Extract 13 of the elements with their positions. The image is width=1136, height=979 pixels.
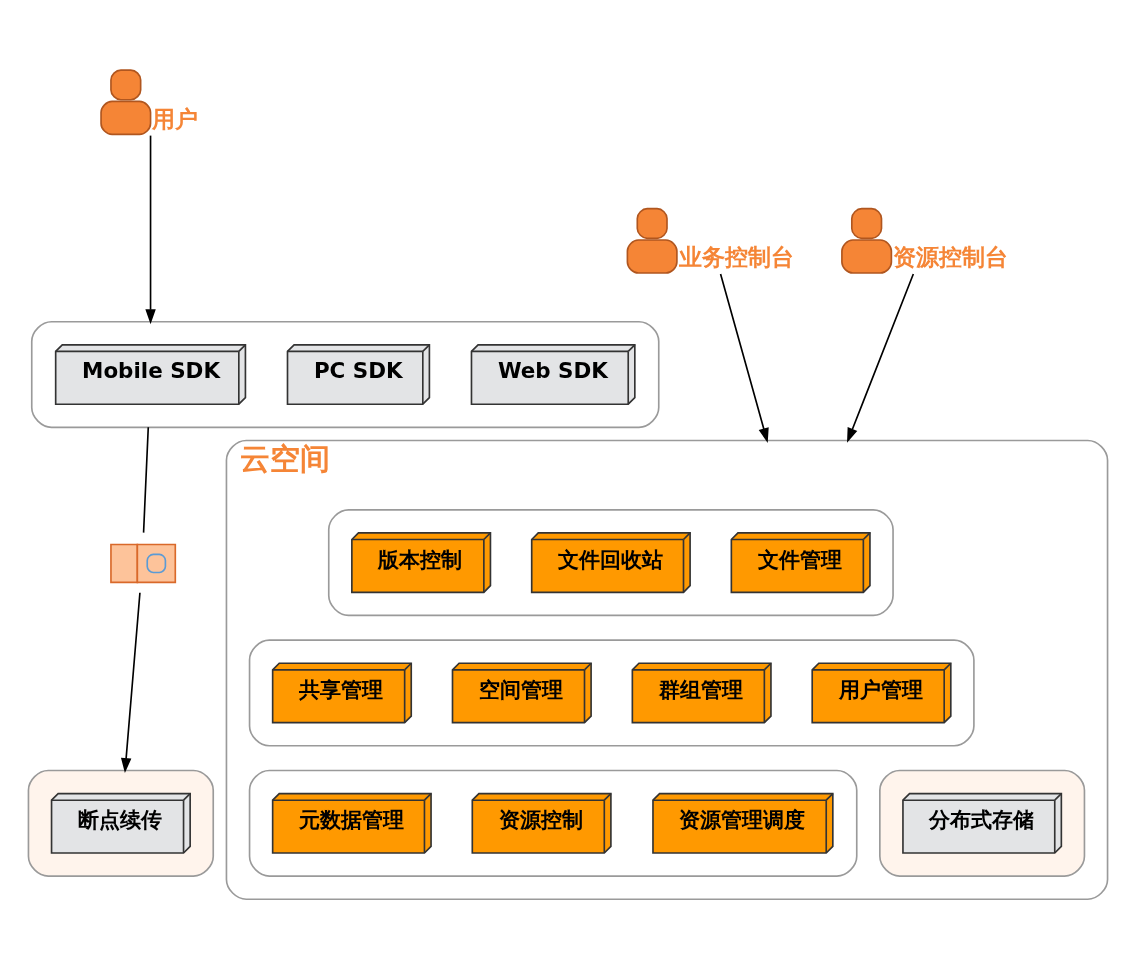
connector [142,425,150,533]
arrow [847,272,915,443]
node-label: 用户 [152,105,199,132]
node-label: 业务控制台 [678,243,794,270]
node-label: 资源控制台 [893,243,1009,270]
arrow [145,134,156,324]
arrow [719,272,769,443]
cluster [879,769,1086,877]
cluster [248,638,975,747]
cluster [248,769,858,877]
arrow [120,591,141,773]
cluster [327,508,894,616]
cluster [27,769,215,877]
